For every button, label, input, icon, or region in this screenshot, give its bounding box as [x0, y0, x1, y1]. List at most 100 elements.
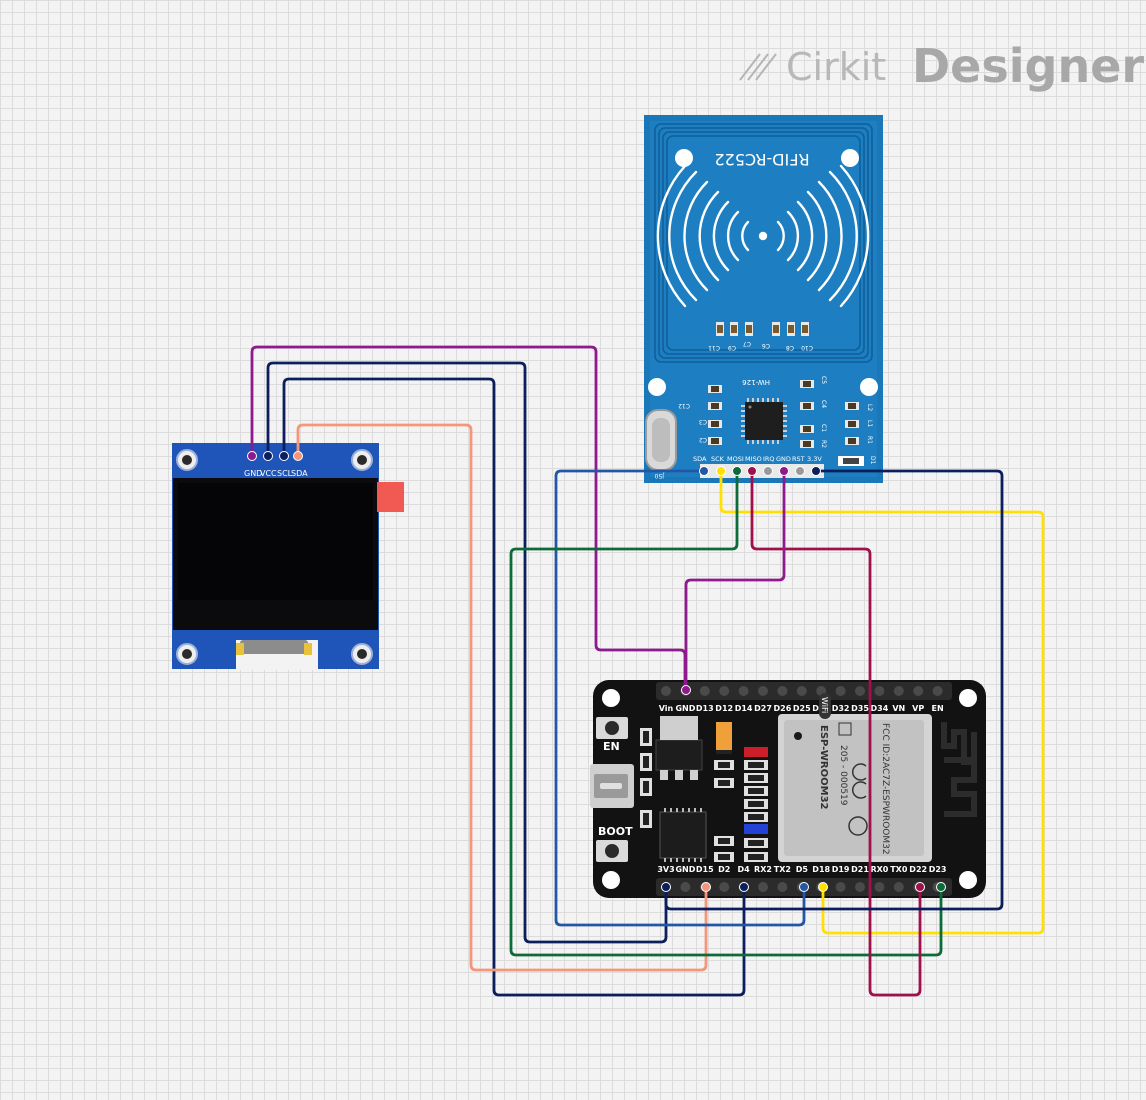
esp32-top-pin-en[interactable]	[932, 686, 943, 696]
svg-text:L2: L2	[866, 404, 873, 411]
wire-rfid-miso[interactable]	[750, 471, 922, 997]
rfid-pin-label-sda: SDA	[693, 455, 707, 463]
esp32-top-pin-d25[interactable]	[796, 686, 807, 696]
esp32-top-pin-label: D26	[774, 704, 792, 713]
esp32-top-pin-labels: VinGNDD13D12D14D27D26D25D33D32D35D34VNVP…	[659, 704, 944, 713]
esp32-top-pin-vin[interactable]	[661, 686, 671, 696]
rfid-antenna-coil	[654, 123, 873, 363]
esp32-bottom-pin-tx0[interactable]	[893, 882, 904, 892]
rfid-pin-label-gnd: GND	[776, 455, 791, 463]
svg-text:C9: C9	[728, 344, 736, 351]
esp32-bottom-pin-gnd[interactable]	[680, 882, 691, 892]
esp32-devkit-board[interactable]: VinGNDD13D12D14D27D26D25D33D32D35D34VNVP…	[590, 680, 986, 898]
esp32-bottom-pin-label: D4	[737, 865, 750, 874]
esp32-top-pin-d27[interactable]	[758, 686, 768, 696]
esp32-top-pin-label: D35	[851, 704, 869, 713]
esp32-top-pin-d34[interactable]	[874, 686, 885, 696]
rfid-component-labels: C11 C9 C7 C6 C8 C10 HW-126 C5 C4 C12 C3 …	[654, 340, 876, 479]
ce-mark-icon	[848, 763, 868, 836]
oled-flex-cable	[240, 640, 308, 654]
esp32-bottom-pin-d21[interactable]	[855, 882, 865, 892]
svg-text:R2: R2	[820, 440, 827, 448]
esp32-bottom-pin-label: RX0	[870, 865, 888, 874]
esp32-top-pin-label: VN	[892, 704, 905, 713]
esp32-top-pin-label: D13	[696, 704, 714, 713]
svg-text:C3: C3	[699, 418, 707, 425]
esp32-top-pin-label: D34	[871, 704, 889, 713]
esp32-top-pin-label: D32	[832, 704, 850, 713]
wire-oled-sda[interactable]	[296, 423, 708, 972]
esp32-bottom-pin-label: RX2	[754, 865, 772, 874]
esp32-bottom-pin-label: 3V3	[657, 865, 674, 874]
wire-oled-scl[interactable]	[282, 377, 746, 997]
esp32-en-button[interactable]	[596, 717, 628, 739]
svg-text:C8: C8	[786, 344, 794, 351]
wifi-logo-icon	[819, 693, 831, 719]
esp32-bottom-pin-d19[interactable]	[835, 882, 846, 892]
esp32-boot-button[interactable]	[596, 840, 628, 862]
rfid-mount-holes	[648, 149, 878, 396]
oled-display-module[interactable]: GND VCC SCL SDA	[172, 443, 404, 670]
esp32-top-pin-d14[interactable]	[738, 686, 749, 696]
rfid-pin-label-irq: IRQ	[763, 455, 775, 463]
wires	[250, 345, 1045, 997]
esp32-top-pin-label: D12	[715, 704, 733, 713]
oled-pin-label-sda: SDA	[291, 469, 308, 478]
wire-rfid-gnd[interactable]	[684, 471, 786, 688]
esp32-bottom-pin-d2[interactable]	[719, 882, 730, 892]
wire-endpoints	[247, 451, 946, 892]
esp32-bottom-pin-label: GND	[675, 865, 695, 874]
esp32-top-pin-d35[interactable]	[855, 686, 865, 696]
esp32-module-wifi: WiFi	[820, 697, 829, 713]
esp32-pcb-antenna	[941, 722, 977, 817]
rfid-mfrc522-chip	[745, 402, 783, 440]
rfid-rc522-module[interactable]: RFID-RC522 C11 C9 C7 C6 C8 C10	[644, 115, 883, 483]
esp32-bottom-pin-label: D18	[812, 865, 830, 874]
wire-oled-gnd[interactable]	[250, 345, 687, 688]
wire-rfid-3v3[interactable]	[664, 469, 1004, 911]
svg-text:D1: D1	[869, 456, 876, 465]
wire-rfid-sda[interactable]	[554, 469, 806, 927]
wire-oled-vcc[interactable]	[266, 361, 668, 944]
svg-text:C6: C6	[762, 342, 770, 349]
esp32-top-pin-vp[interactable]	[913, 686, 924, 696]
esp32-top-pin-label: D25	[793, 704, 811, 713]
esp32-top-pin-d13[interactable]	[699, 686, 710, 696]
esp32-bottom-pin-rx0[interactable]	[874, 882, 885, 892]
esp32-top-pin-vn[interactable]	[893, 686, 904, 696]
oled-pin-labels: GND VCC SCL SDA	[244, 469, 308, 478]
svg-text:J50: J50	[654, 472, 665, 479]
esp-wroom32-shield	[784, 720, 924, 856]
oled-pin-label-scl: SCL	[277, 469, 293, 478]
wire-rfid-mosi[interactable]	[509, 471, 943, 957]
esp32-top-pin-label: VP	[912, 704, 924, 713]
esp32-power-led	[744, 747, 768, 757]
rfid-pin-label-mosi: MOSI	[727, 455, 744, 463]
esp32-bottom-pin-tx2[interactable]	[777, 882, 788, 892]
esp32-status-led	[744, 824, 768, 834]
rfid-pin-labels: SDA SCK MOSI MISO IRQ GND RST 3.3V	[693, 455, 822, 463]
esp32-module-name: ESP-WROOM32	[818, 725, 829, 810]
oled-pin-label-gnd: GND	[244, 469, 262, 478]
oled-hole-cores	[182, 455, 367, 659]
esp32-top-pin-d12[interactable]	[719, 686, 730, 696]
esp32-bottom-pin-label: D5	[796, 865, 809, 874]
esp32-bottom-pin-label: D19	[832, 865, 850, 874]
esp32-module-fcc: FCC ID:2AC7Z-ESPWROOM32	[880, 723, 890, 855]
esp32-bottom-pin-rx2[interactable]	[758, 882, 768, 892]
svg-text:C5: C5	[820, 376, 827, 384]
wire-rfid-sck[interactable]	[719, 471, 1045, 935]
cirkit-logo-icon	[739, 53, 777, 81]
esp32-bottom-pin-label: D21	[851, 865, 869, 874]
esp32-top-pin-label: D14	[735, 704, 753, 713]
rfid-pin-label-miso: MISO	[745, 455, 762, 463]
oled-active-area	[178, 483, 373, 600]
esp32-top-pin-d26[interactable]	[777, 686, 788, 696]
oled-pin-label-vcc: VCC	[260, 469, 277, 478]
esp32-mount-holes	[602, 689, 977, 889]
svg-text:C1: C1	[820, 424, 827, 432]
esp32-top-pin-d32[interactable]	[835, 686, 846, 696]
